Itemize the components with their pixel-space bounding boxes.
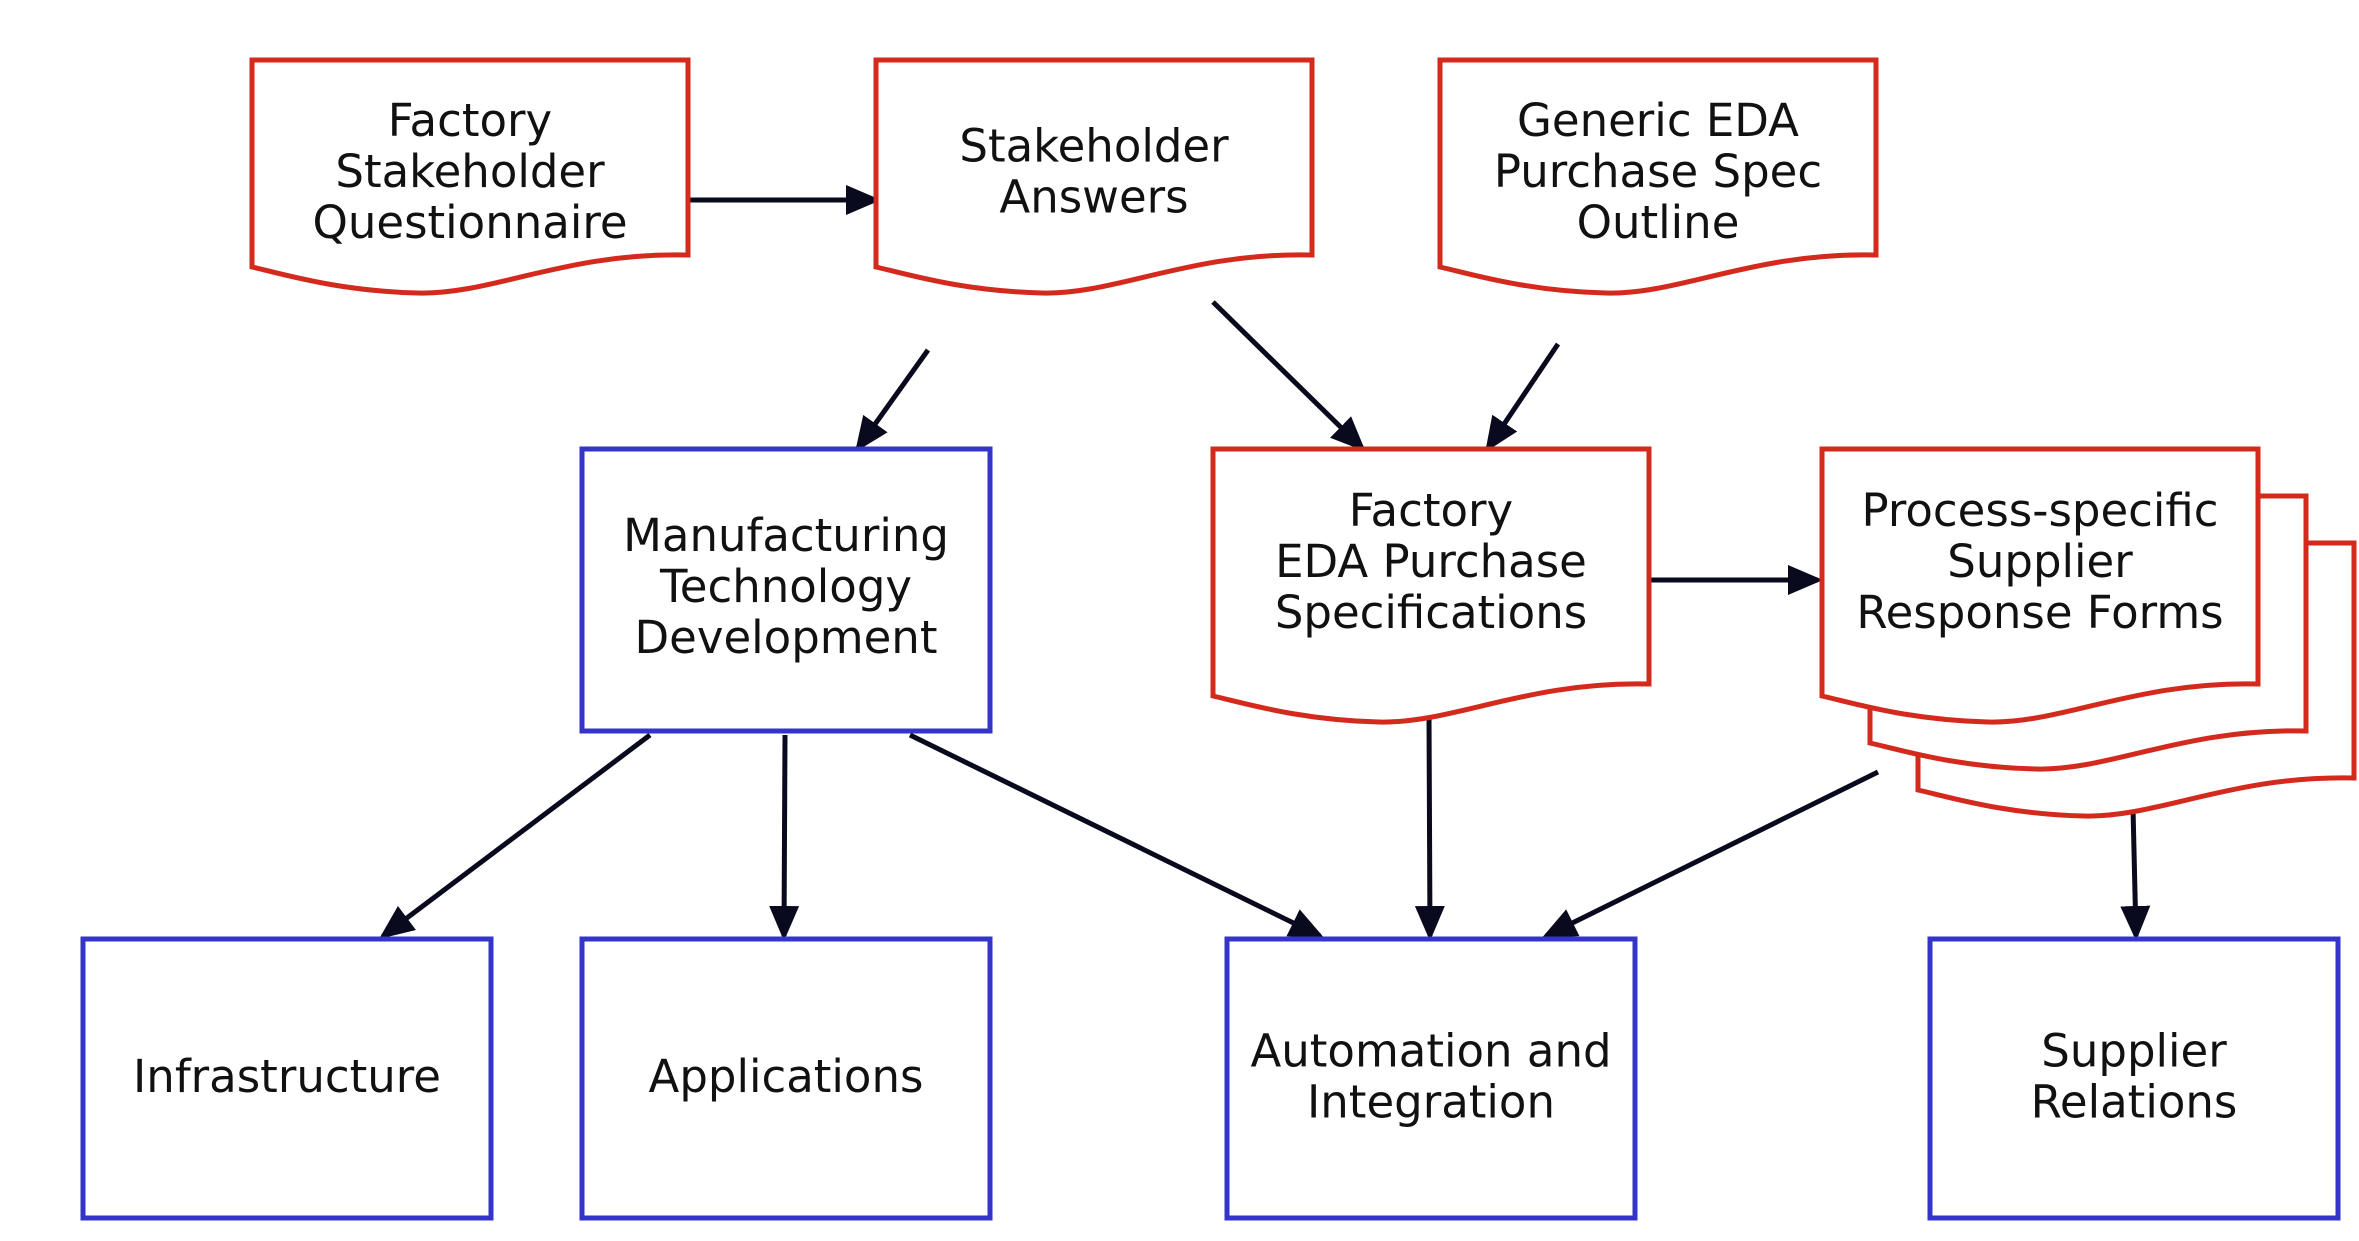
factory-spec-label-line: EDA Purchase: [1275, 535, 1587, 588]
generic-spec-label-line: Generic EDA: [1517, 94, 1799, 147]
automation-box: [1224, 936, 1638, 1221]
arrow-mtd-to-automation: [908, 732, 1325, 939]
infrastructure-label-line: Infrastructure: [133, 1050, 441, 1103]
mtd-label-line: Development: [635, 611, 938, 664]
applications-label-line: Applications: [649, 1050, 924, 1103]
arrow-mtd-to-infrastructure: [379, 733, 652, 940]
arrow-answers-to-mtd: [855, 348, 931, 453]
infrastructure-label: Infrastructure: [133, 1050, 441, 1103]
supplier-relations-label-line: Relations: [2031, 1076, 2238, 1129]
applications-label: Applications: [649, 1050, 924, 1103]
automation-label-line: Integration: [1307, 1076, 1555, 1129]
arrow-factory-spec-to-automation: [1414, 714, 1445, 941]
answers-document: [873, 57, 1315, 296]
arrow-mtd-to-applications: [769, 734, 800, 941]
node-infrastructure: Infrastructure: [80, 936, 494, 1221]
response-forms-label-line: Response Forms: [1856, 586, 2223, 639]
applications-box: [579, 936, 993, 1221]
factory-spec-document: [1210, 446, 1652, 725]
node-applications: Applications: [579, 936, 993, 1221]
questionnaire-document: [249, 57, 691, 296]
arrow-response-forms-to-automation: [1541, 769, 1880, 939]
automation-label-line: Automation and: [1250, 1025, 1611, 1078]
factory-spec-label-line: Factory: [1349, 484, 1513, 537]
generic-spec-document: [1437, 57, 1879, 296]
generic-spec-label-line: Outline: [1577, 196, 1740, 249]
response-forms-label-line: Supplier: [1947, 535, 2133, 588]
generic-spec-label-line: Purchase Spec: [1494, 145, 1822, 198]
mtd-label-line: Manufacturing: [623, 509, 949, 562]
mtd-label-line: Technology: [659, 560, 912, 613]
arrow-response-forms-to-supplier-relations: [2120, 807, 2151, 941]
infrastructure-box: [80, 936, 494, 1221]
answers-label-line: Stakeholder: [959, 120, 1229, 173]
supplier-relations-box: [1927, 936, 2341, 1221]
arrow-answers-to-factory-spec: [1211, 300, 1366, 452]
questionnaire-label-line: Questionnaire: [312, 196, 627, 249]
factory-spec-label-line: Specifications: [1275, 586, 1587, 639]
arrow-generic-spec-to-factory-spec: [1485, 342, 1561, 453]
supplier-relations-label-line: Supplier: [2041, 1025, 2227, 1078]
mtd-box: [579, 446, 993, 734]
response-forms-front-sheet: [1819, 446, 2261, 725]
edges-layer: [379, 185, 2151, 941]
response-forms-label-line: Process-specific: [1862, 484, 2219, 537]
questionnaire-label-line: Stakeholder: [335, 145, 605, 198]
questionnaire-label-line: Factory: [388, 94, 552, 147]
answers-label-line: Answers: [999, 171, 1188, 224]
